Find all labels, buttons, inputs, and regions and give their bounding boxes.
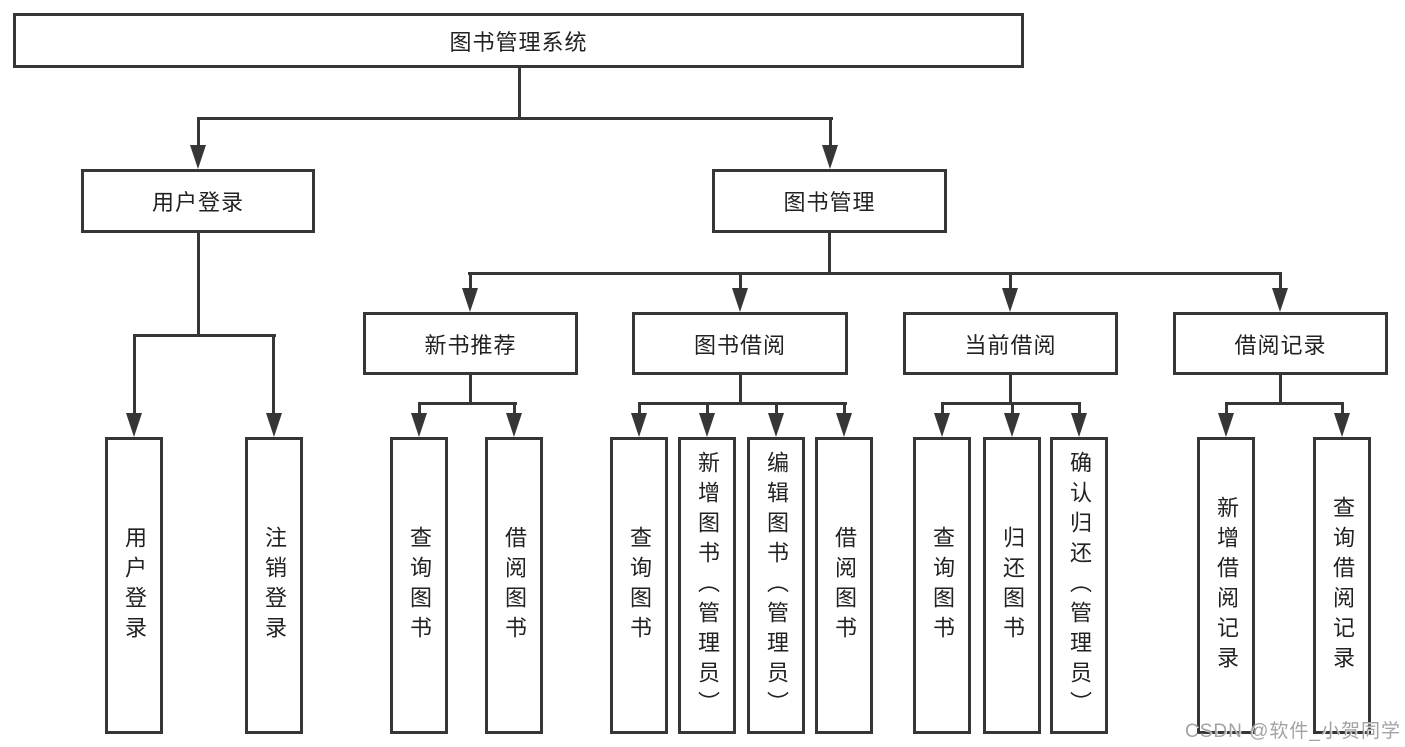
connector-line [418, 402, 421, 417]
arrowhead-down-icon [506, 413, 522, 437]
node-book-borrowing: 图书借阅 [632, 312, 848, 375]
arrowhead-down-icon [934, 413, 950, 437]
leaf-logout-label: 注销登录 [262, 525, 287, 646]
leaf-borrow-books-recommend: 借阅图书 [485, 437, 543, 734]
leaf-add-borrow-record-label: 新增借阅记录 [1214, 495, 1239, 676]
leaf-edit-books-admin: 编辑图书（管理员） [747, 437, 805, 734]
connector-line [706, 402, 709, 417]
connector-line [197, 231, 200, 337]
leaf-user-login-label: 用户登录 [122, 525, 147, 646]
connector-line [739, 373, 742, 405]
leaf-query-books-borrowing-label: 查询图书 [627, 525, 652, 646]
node-new-book-recommend-label: 新书推荐 [424, 332, 517, 358]
node-borrowing-records: 借阅记录 [1173, 312, 1388, 375]
leaf-add-books-admin-label: 新增图书（管理员） [695, 450, 720, 721]
connector-line [941, 402, 944, 417]
node-book-management-label: 图书管理 [783, 190, 876, 215]
leaf-query-books-current: 查询图书 [913, 437, 971, 734]
arrowhead-down-icon [768, 413, 784, 437]
connector-line [513, 402, 516, 417]
leaf-query-books-borrowing: 查询图书 [610, 437, 668, 734]
leaf-query-books-recommend: 查询图书 [390, 437, 448, 734]
leaf-query-books-recommend-label: 查询图书 [407, 525, 432, 646]
connector-line [739, 272, 742, 292]
arrowhead-down-icon [732, 288, 748, 312]
leaf-query-books-current-label: 查询图书 [930, 525, 955, 646]
arrowhead-down-icon [411, 413, 427, 437]
connector-line [843, 402, 846, 417]
arrowhead-down-icon [836, 413, 852, 437]
leaf-confirm-return-admin: 确认归还（管理员） [1050, 437, 1108, 734]
arrowhead-down-icon [190, 145, 206, 169]
arrowhead-down-icon [1272, 288, 1288, 312]
arrowhead-down-icon [1071, 413, 1087, 437]
connector-line [272, 334, 275, 415]
leaf-return-books: 归还图书 [983, 437, 1041, 734]
connector-line [468, 272, 1282, 275]
connector-line [638, 402, 641, 417]
leaf-query-borrow-record-label: 查询借阅记录 [1330, 495, 1355, 676]
leaf-edit-books-admin-label: 编辑图书（管理员） [764, 450, 789, 721]
connector-line [1225, 402, 1344, 405]
arrowhead-down-icon [266, 413, 282, 437]
connector-line [828, 231, 831, 275]
node-book-management: 图书管理 [712, 169, 947, 233]
leaf-add-books-admin: 新增图书（管理员） [678, 437, 736, 734]
arrowhead-down-icon [462, 288, 478, 312]
connector-line [1078, 402, 1081, 417]
connector-line [133, 334, 136, 415]
leaf-confirm-return-admin-label: 确认归还（管理员） [1067, 450, 1092, 721]
leaf-user-login: 用户登录 [105, 437, 163, 734]
connector-line [197, 117, 200, 149]
connector-line [469, 373, 472, 405]
leaf-borrow-books-borrowing-label: 借阅图书 [832, 525, 857, 646]
node-user-login: 用户登录 [81, 169, 315, 233]
connector-line [518, 66, 521, 120]
leaf-borrow-books-borrowing: 借阅图书 [815, 437, 873, 734]
leaf-add-borrow-record: 新增借阅记录 [1197, 437, 1255, 734]
connector-line [1011, 402, 1014, 417]
connector-line [133, 334, 276, 337]
connector-line [1279, 272, 1282, 292]
arrowhead-down-icon [1334, 413, 1350, 437]
connector-line [638, 402, 847, 405]
leaf-query-borrow-record: 查询借阅记录 [1313, 437, 1371, 734]
arrowhead-down-icon [126, 413, 142, 437]
node-borrowing-records-label: 借阅记录 [1234, 332, 1327, 358]
arrowhead-down-icon [1004, 413, 1020, 437]
connector-line [775, 402, 778, 417]
connector-line [469, 272, 472, 292]
connector-line [418, 402, 517, 405]
connector-line [1279, 373, 1282, 405]
node-current-borrowing-label: 当前借阅 [964, 332, 1057, 358]
arrowhead-down-icon [1218, 413, 1234, 437]
node-library-management-system: 图书管理系统 [13, 13, 1024, 68]
node-current-borrowing: 当前借阅 [903, 312, 1118, 375]
arrowhead-down-icon [699, 413, 715, 437]
leaf-return-books-label: 归还图书 [1000, 525, 1025, 646]
leaf-logout: 注销登录 [245, 437, 303, 734]
connector-line [1009, 272, 1012, 292]
arrowhead-down-icon [631, 413, 647, 437]
node-user-login-label: 用户登录 [151, 190, 244, 215]
arrowhead-down-icon [1002, 288, 1018, 312]
arrowhead-down-icon [822, 145, 838, 169]
watermark: CSDN @软件_小贺同学 [1185, 721, 1401, 742]
connector-line [1225, 402, 1228, 417]
connector-line [829, 117, 832, 149]
node-new-book-recommend: 新书推荐 [363, 312, 578, 375]
node-book-borrowing-label: 图书借阅 [693, 332, 786, 358]
connector-line [1009, 373, 1012, 405]
connector-line [197, 117, 833, 120]
leaf-borrow-books-recommend-label: 借阅图书 [502, 525, 527, 646]
connector-line [1341, 402, 1344, 417]
node-library-management-system-label: 图书管理系统 [449, 29, 588, 55]
